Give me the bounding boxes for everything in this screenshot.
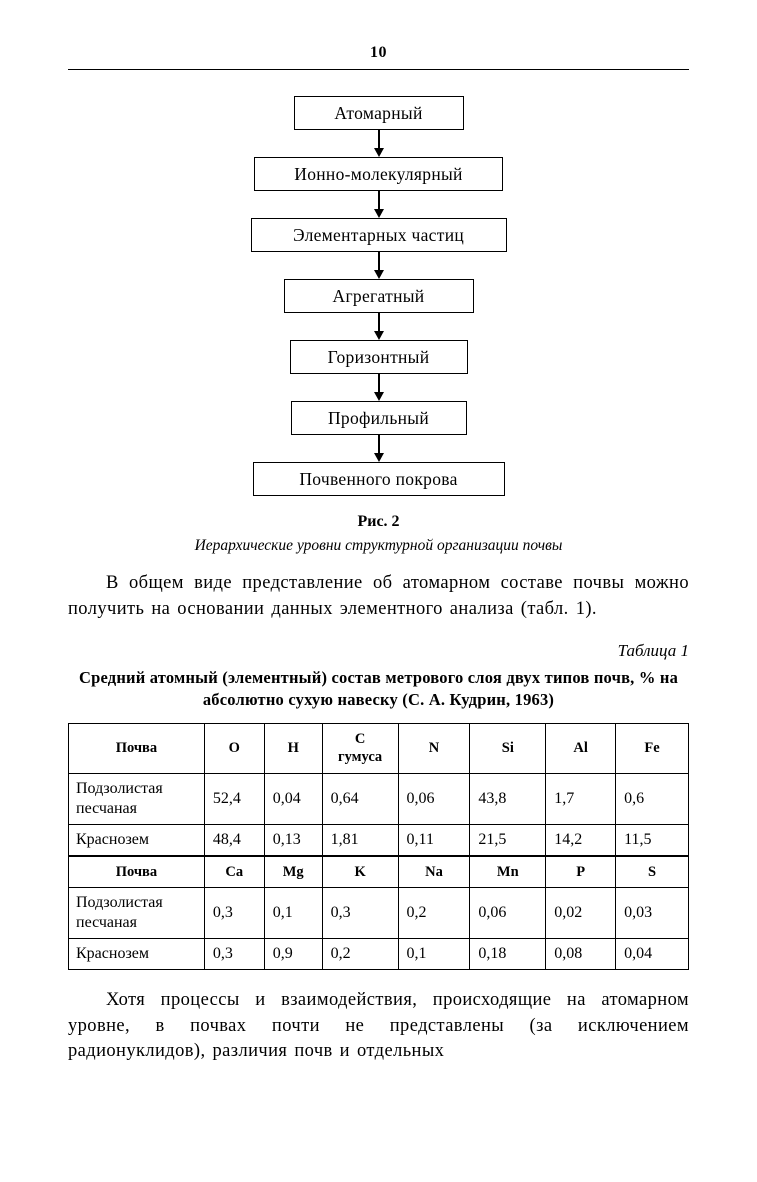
cell: 1,81 bbox=[321, 823, 399, 857]
flowchart-box-profile: Профильный bbox=[290, 401, 467, 435]
table-title: Средний атомный (элементный) состав метр… bbox=[78, 667, 679, 710]
cell: 0,04 bbox=[263, 772, 323, 825]
cell: 21,5 bbox=[469, 823, 547, 857]
flowchart-box-atomic: Атомарный bbox=[293, 96, 464, 130]
header-cell: N bbox=[397, 723, 471, 774]
flowchart: Атомарный Ионно-молекулярный Элементарны… bbox=[68, 96, 689, 496]
down-arrow-icon bbox=[373, 313, 384, 340]
cell: 0,9 bbox=[263, 937, 323, 970]
cell: 0,64 bbox=[321, 772, 399, 825]
table-header-row-elements: Почва O H C гумуса N Si Al Fe bbox=[68, 723, 689, 774]
cell: 0,3 bbox=[203, 937, 265, 970]
cell: 0,06 bbox=[397, 772, 471, 825]
row-name-cell: Краснозем bbox=[68, 937, 205, 970]
table-row-krasnozem-2: Краснозем 0,3 0,9 0,2 0,1 0,18 0,08 0,04 bbox=[68, 937, 689, 970]
figure-label: Рис. 2 bbox=[357, 513, 400, 530]
table-row-podzol-2: Подзолистая песчаная 0,3 0,1 0,3 0,2 0,0… bbox=[68, 886, 689, 939]
cell: 0,11 bbox=[397, 823, 471, 857]
flowchart-box-horizon: Горизонтный bbox=[289, 340, 468, 374]
table-header-row-elements-2: Почва Ca Mg K Na Mn P S bbox=[68, 854, 689, 888]
cell: 0,1 bbox=[263, 886, 323, 939]
header-cell: Mg bbox=[263, 854, 323, 888]
table-row-krasnozem-1: Краснозем 48,4 0,13 1,81 0,11 21,5 14,2 … bbox=[68, 823, 689, 857]
cell: 0,08 bbox=[545, 937, 617, 970]
row-name-cell: Подзолистая песчаная bbox=[68, 886, 205, 939]
cell: 0,3 bbox=[321, 886, 399, 939]
cell: 0,02 bbox=[545, 886, 617, 939]
cell: 14,2 bbox=[545, 823, 617, 857]
header-cell: Ca bbox=[203, 854, 265, 888]
header-cell: Al bbox=[545, 723, 617, 774]
header-cell: K bbox=[321, 854, 399, 888]
header-cell: C гумуса bbox=[321, 723, 399, 774]
header-cell: O bbox=[203, 723, 265, 774]
soil-composition-table: Почва O H C гумуса N Si Al Fe Подзолиста… bbox=[68, 723, 689, 970]
row-name-cell: Краснозем bbox=[68, 823, 205, 857]
paragraph-processes: Хотя процессы и взаимодействия, происход… bbox=[68, 989, 689, 1062]
cell: 52,4 bbox=[203, 772, 265, 825]
header-cell: S bbox=[615, 854, 689, 888]
header-cell: Na bbox=[397, 854, 471, 888]
cell: 0,2 bbox=[321, 937, 399, 970]
header-cell: Fe bbox=[615, 723, 689, 774]
header-cell: Si bbox=[469, 723, 547, 774]
cell: 1,7 bbox=[545, 772, 617, 825]
down-arrow-icon bbox=[373, 252, 384, 279]
flowchart-box-elementary-particles: Элементарных частиц bbox=[250, 218, 507, 252]
cell: 0,03 bbox=[615, 886, 689, 939]
down-arrow-icon bbox=[373, 374, 384, 401]
cell: 48,4 bbox=[203, 823, 265, 857]
header-cell: Почва bbox=[68, 723, 205, 774]
table-label: Таблица 1 bbox=[617, 640, 689, 660]
header-cell: Почва bbox=[68, 854, 205, 888]
header-rule bbox=[68, 69, 689, 70]
down-arrow-icon bbox=[373, 435, 384, 462]
cell: 43,8 bbox=[469, 772, 547, 825]
figure-caption: Иерархические уровни структурной организ… bbox=[194, 537, 563, 554]
header-cell: P bbox=[545, 854, 617, 888]
cell: 11,5 bbox=[615, 823, 689, 857]
cell: 0,04 bbox=[615, 937, 689, 970]
table-row-podzol-1: Подзолистая песчаная 52,4 0,04 0,64 0,06… bbox=[68, 772, 689, 825]
flowchart-box-ion-molecular: Ионно-молекулярный bbox=[254, 157, 503, 191]
cell: 0,1 bbox=[397, 937, 471, 970]
header-cell: H bbox=[263, 723, 323, 774]
flowchart-box-soil-cover: Почвенного покрова bbox=[252, 462, 505, 496]
document-page: 10 Атомарный Ионно-молекулярный Элемента… bbox=[68, 44, 689, 1062]
cell: 0,6 bbox=[615, 772, 689, 825]
flowchart-box-aggregate: Агрегатный bbox=[283, 279, 474, 313]
cell: 0,13 bbox=[263, 823, 323, 857]
cell: 0,18 bbox=[469, 937, 547, 970]
row-name-cell: Подзолистая песчаная bbox=[68, 772, 205, 825]
cell: 0,3 bbox=[203, 886, 265, 939]
cell: 0,2 bbox=[397, 886, 471, 939]
header-cell: Mn bbox=[469, 854, 547, 888]
paragraph-atomic-composition: В общем виде представление об атомарном … bbox=[68, 573, 689, 619]
down-arrow-icon bbox=[373, 130, 384, 157]
cell: 0,06 bbox=[469, 886, 547, 939]
page-number: 10 bbox=[370, 44, 387, 61]
down-arrow-icon bbox=[373, 191, 384, 218]
